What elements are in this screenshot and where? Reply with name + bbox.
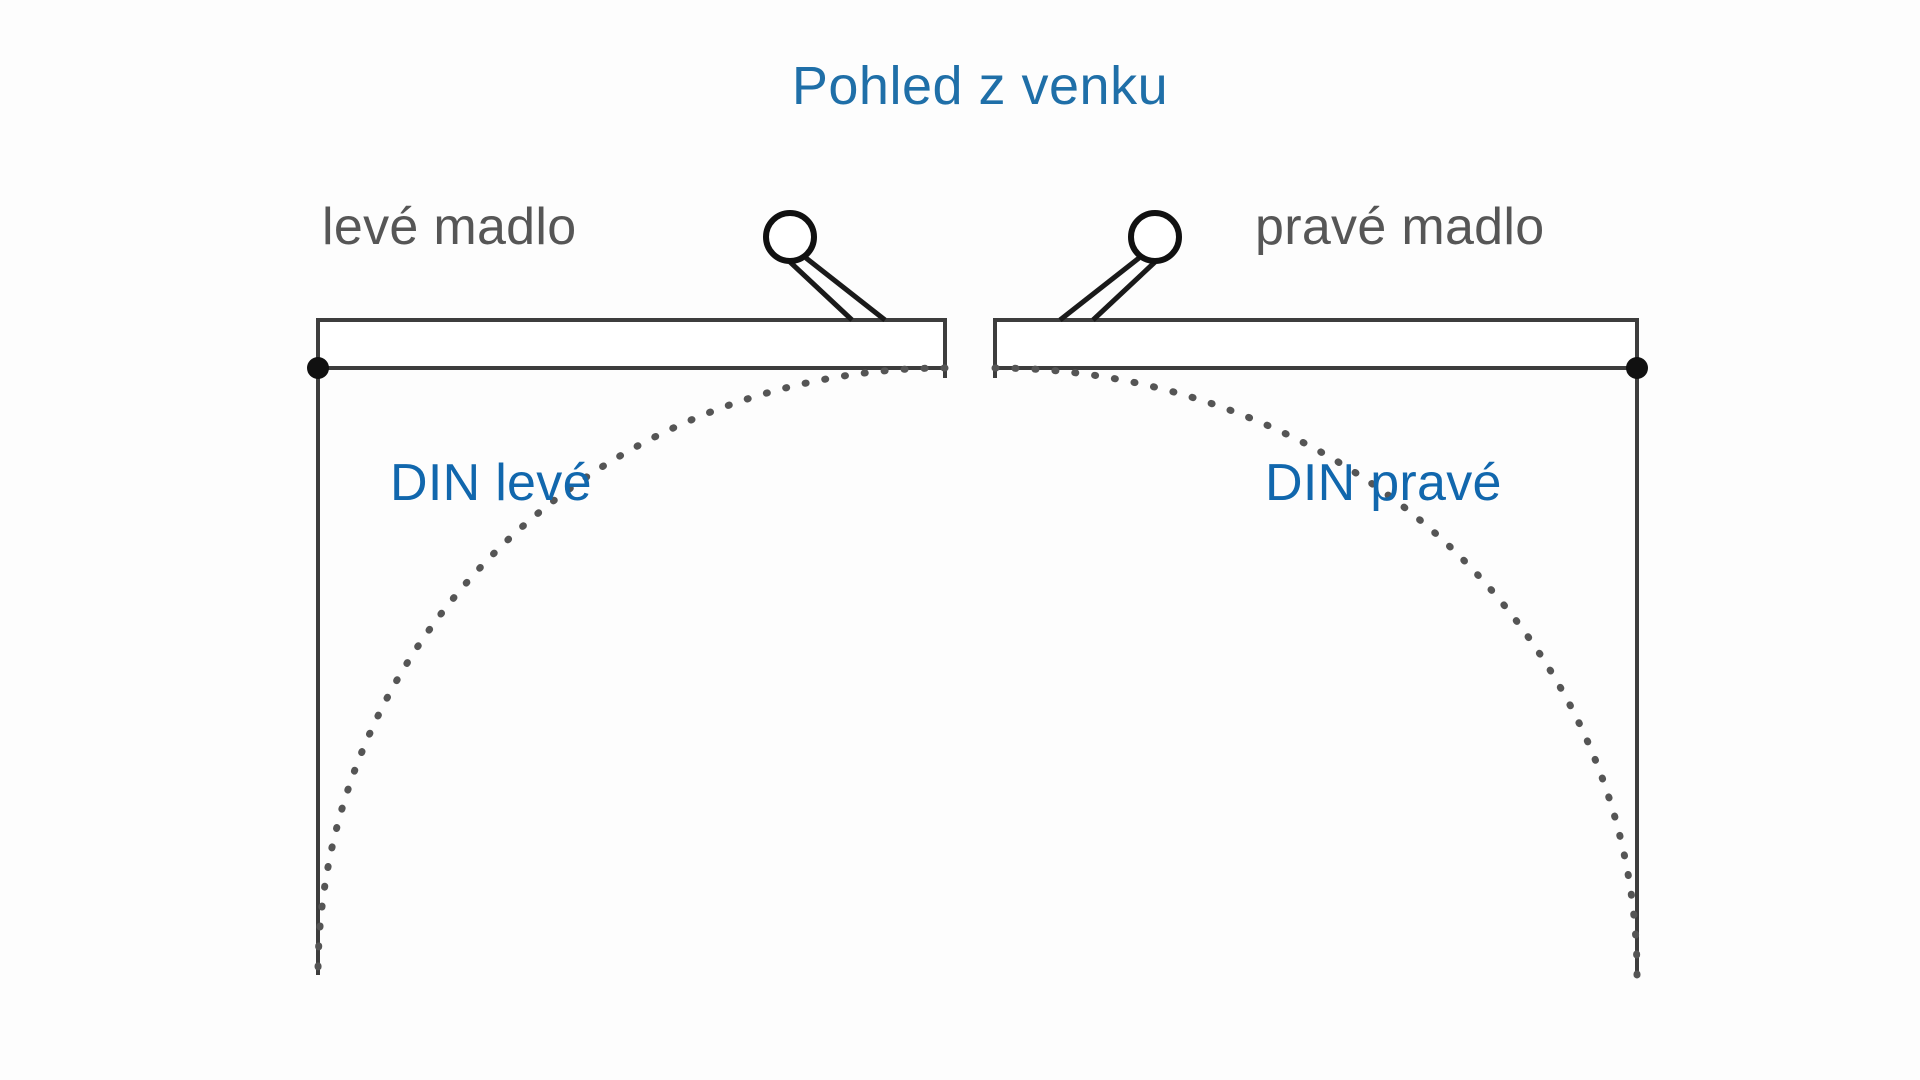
left-hinge-dot-icon xyxy=(307,357,329,379)
left-door-group: DIN levé xyxy=(307,210,949,979)
right-door-swing-arc xyxy=(991,364,1641,979)
left-door-knob-icon xyxy=(763,210,817,264)
left-din-label: DIN levé xyxy=(390,454,592,512)
right-door-panel-bar xyxy=(993,318,1639,370)
right-hinge-dot-icon xyxy=(1626,357,1648,379)
right-door-group: DIN pravé xyxy=(991,210,1648,979)
right-handle-label: pravé madlo xyxy=(1255,198,1544,256)
right-handle-shaft-outer-icon xyxy=(1058,256,1141,322)
right-handle-shaft-inner-icon xyxy=(1091,260,1157,322)
left-handle-label: levé madlo xyxy=(322,198,576,256)
left-door-swing-arc xyxy=(314,364,949,979)
left-handle-shaft-inner-icon xyxy=(788,260,854,322)
right-door-knob-icon xyxy=(1128,210,1182,264)
left-door-panel-bar xyxy=(316,318,947,370)
left-handle-shaft-outer-icon xyxy=(804,256,887,322)
right-din-label: DIN pravé xyxy=(1265,454,1502,512)
page-title: Pohled z venku xyxy=(792,56,1168,116)
